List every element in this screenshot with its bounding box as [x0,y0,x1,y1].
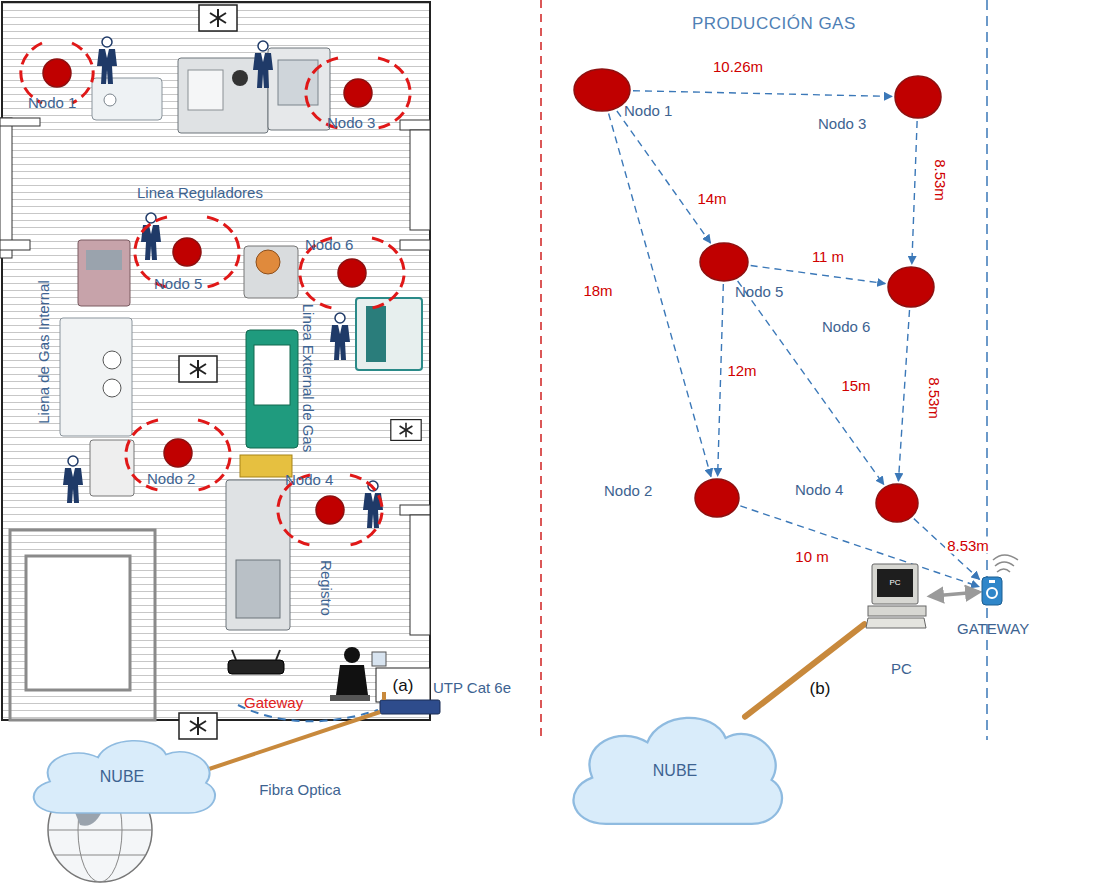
annotation-label: PC [889,578,900,588]
sensor-node: Nodo 1 [573,68,631,112]
node-label: Nodo 6 [822,318,870,336]
coverage-arcs [21,43,410,545]
cable-link [745,624,864,716]
dot-shape [172,237,202,267]
dot-shape [163,438,193,468]
dot-shape [699,242,749,282]
dot-shape [694,478,740,518]
distance-link [609,113,711,476]
node-label: Nodo 6 [305,236,353,254]
distance-label: 8.53m [932,157,949,203]
node-label: NUBE [653,762,697,780]
utp-cable [382,692,386,700]
node-label: Nodo 3 [818,115,866,133]
sensor-node: Nodo 5 [699,242,749,282]
node-label: Nodo 1 [624,102,672,120]
node-label: NUBE [100,768,144,786]
sensor-node: Nodo 6 [337,258,367,288]
gw-node: GATEWAY [981,576,1003,606]
sensor-node: Nodo 6 [887,266,935,308]
dot-shape [337,258,367,288]
node-label: Gateway [244,694,303,712]
node-label: Nodo 5 [154,275,202,293]
pc-shape [866,562,928,636]
node-label: Nodo 1 [28,94,76,112]
distance-link [740,506,979,587]
panel-tag-box [376,668,430,702]
sensor-node: Nodo 4 [875,483,919,523]
router-node: Gateway [226,650,286,676]
ac-unit [391,420,421,441]
machines [60,48,422,630]
network-switch [380,700,440,714]
node-label: Nodo 3 [327,114,375,132]
node-label: Nodo 2 [147,470,195,488]
sensor-node: Nodo 2 [694,478,740,518]
cloud-node: NUBE [560,705,790,837]
node-label: GATEWAY [957,620,1029,638]
distance-label: 8.53m [945,537,991,554]
cloud-node: NUBE [22,732,222,822]
node-label: Nodo 5 [735,283,783,301]
dot-shape [875,483,919,523]
dot-shape [894,75,942,119]
dot-shape [887,266,935,308]
sensor-node: Nodo 3 [343,78,373,108]
distance-label: 10.26m [711,58,765,75]
node-label: PC [891,660,912,678]
dot-shape [315,495,345,525]
panel-title: PRODUCCIÓN GAS [692,14,856,34]
workers [63,37,383,528]
annotation-label: (a) [393,676,414,695]
fiber-cable [200,712,380,772]
distance-link [930,592,979,596]
sensor-node: Nodo 2 [163,438,193,468]
distance-label: 12m [725,362,758,379]
annotation-label: (b) [810,679,831,698]
sensor-node: Nodo 3 [894,75,942,119]
dot-shape [42,58,72,88]
distance-link [898,310,909,481]
distance-label: 11 m [810,248,846,265]
annotation-label: Linea External de Gas [299,304,317,452]
floor [0,2,430,720]
wifi-waves [993,555,1018,572]
dot-shape [343,78,373,108]
sensor-node: Nodo 1 [42,58,72,88]
distance-link [718,284,724,476]
node-label: Nodo 4 [285,471,333,489]
annotation-label: Liena de Gas Internal [35,280,53,423]
annotation-label: Fibra Optica [259,781,341,799]
distance-link [617,111,711,243]
distance-link [738,281,884,485]
annotation-label: UTP Cat 6e [433,679,511,697]
router-shape [226,650,286,676]
sensor-node: Nodo 5 [172,237,202,267]
ac-unit [179,713,217,739]
distance-link [633,91,892,97]
sensor-node: Nodo 4 [315,495,345,525]
node-label: Nodo 2 [604,482,652,500]
node-label: Nodo 4 [795,481,843,499]
distance-label: 18m [581,282,614,299]
pc-node: PC [866,562,928,636]
distance-label: 8.53m [926,375,943,421]
ac-unit [179,356,217,382]
distance-label: 10 m [793,548,830,565]
annotation-label: Registro [317,560,335,616]
distance-link [912,121,917,264]
dot-shape [573,68,631,112]
gw-shape [981,576,1003,606]
panel-divider [540,0,542,740]
ac-unit [199,5,237,31]
distance-label: 15m [839,377,872,394]
annotation-label: Linea Reguladores [137,184,263,202]
distance-label: 14m [695,190,728,207]
distance-link [751,266,886,284]
